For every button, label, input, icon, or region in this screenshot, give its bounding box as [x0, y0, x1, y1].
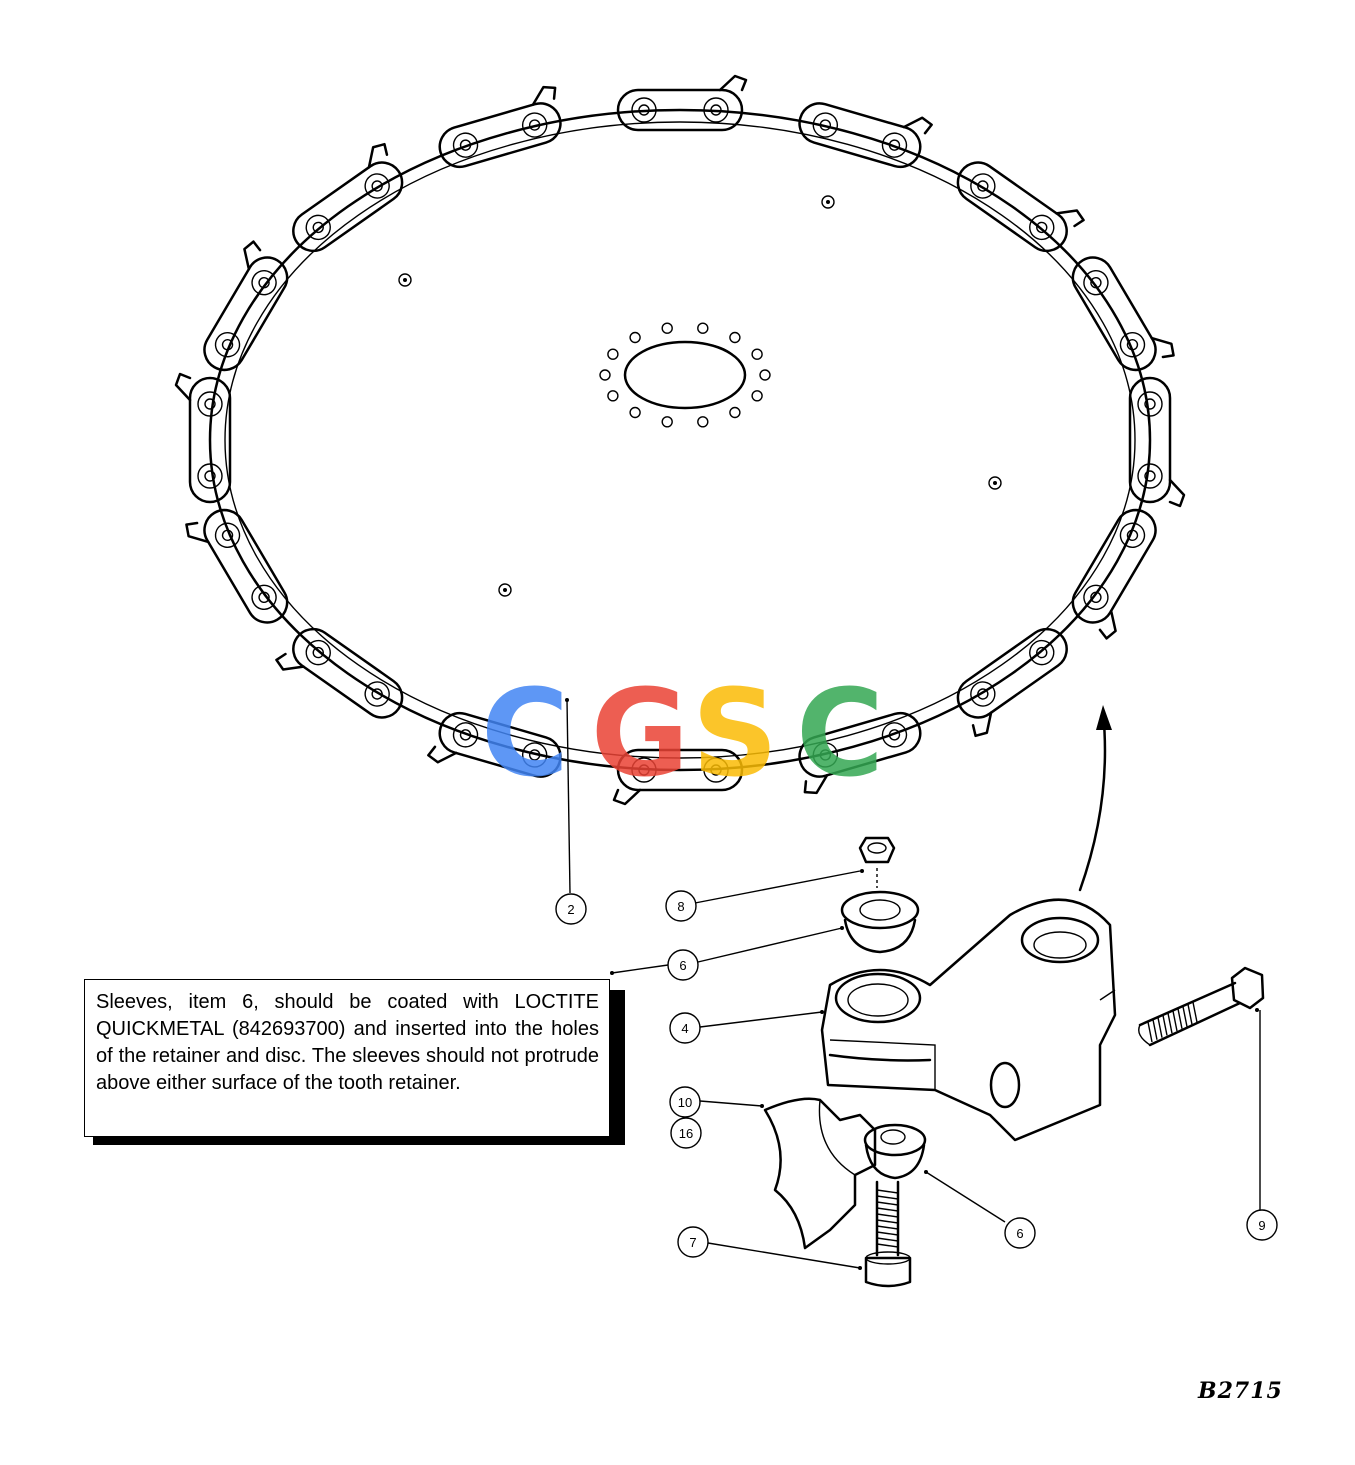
svg-text:6: 6	[679, 958, 686, 973]
tooth-link	[798, 711, 922, 795]
tooth-link	[203, 240, 289, 372]
svg-text:4: 4	[681, 1021, 688, 1036]
tooth-link	[798, 102, 933, 169]
tooth-link	[174, 372, 232, 504]
svg-text:6: 6	[1016, 1226, 1023, 1241]
callout-2: 2	[555, 893, 587, 925]
tooth-link	[612, 748, 744, 806]
item-7-cap-screw	[864, 1180, 912, 1288]
item-9-bolt	[1138, 966, 1265, 1047]
svg-text:7: 7	[689, 1235, 696, 1250]
callout-16: 16	[670, 1117, 702, 1149]
watermark-letter: G	[591, 665, 690, 804]
watermark-letter: C	[796, 665, 884, 804]
tooth-link	[956, 161, 1085, 253]
item-4-tooth-retainer	[820, 898, 1117, 1142]
callout-8: 8	[665, 890, 697, 922]
tooth-link	[427, 711, 562, 778]
svg-text:2: 2	[567, 902, 574, 917]
callout-7: 7	[677, 1226, 709, 1258]
svg-text:10: 10	[678, 1095, 692, 1110]
disc-bolt-holes	[398, 195, 1002, 597]
tooth-retainer-ring	[174, 74, 1186, 806]
svg-text:9: 9	[1258, 1218, 1265, 1233]
tooth-link	[438, 85, 562, 169]
cutter-disc	[208, 108, 1152, 772]
watermark-letter: C	[481, 665, 569, 804]
callout-6-upper: 6	[667, 949, 699, 981]
callout-6-lower: 6	[1004, 1217, 1036, 1249]
item-6-upper-sleeve	[840, 890, 920, 954]
tooth-link	[292, 142, 404, 253]
svg-text:16: 16	[679, 1126, 693, 1141]
drawing-number: B2715	[1198, 1378, 1283, 1404]
tooth-link	[1128, 376, 1186, 508]
tooth-link	[616, 74, 748, 132]
tooth-link	[956, 627, 1068, 738]
tooth-link	[275, 627, 404, 719]
disc-hub	[599, 322, 771, 428]
sleeve-instruction-note: Sleeves, item 6, should be coated with L…	[84, 979, 610, 1137]
callout-9: 9	[1246, 1209, 1278, 1241]
tooth-link	[1071, 256, 1175, 372]
tooth-link	[1071, 508, 1157, 640]
watermark-letter: S	[692, 665, 778, 804]
callout-10: 10	[669, 1086, 701, 1118]
callout-4: 4	[669, 1012, 701, 1044]
tooth-link	[185, 508, 289, 624]
item-6-lower-sleeve	[863, 1123, 927, 1180]
leader-lines	[565, 698, 1261, 1270]
item-8-lock-nut	[858, 836, 896, 888]
item-10-cutting-tooth	[763, 1097, 877, 1250]
svg-text:8: 8	[677, 899, 684, 914]
detail-arrow	[1078, 705, 1112, 892]
